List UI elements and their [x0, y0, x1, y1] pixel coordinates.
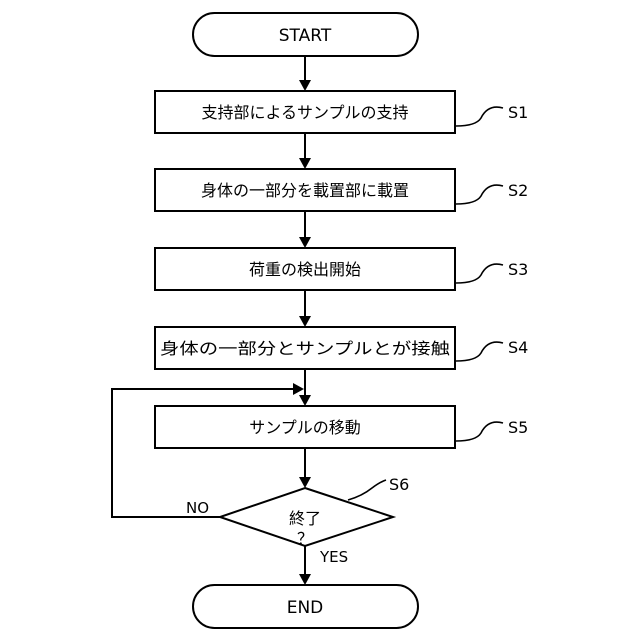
no-branch-label: NO	[186, 499, 209, 517]
tag-leader-s5	[456, 422, 503, 441]
end-label: END	[287, 598, 324, 618]
decision-s6: 終了 ？	[220, 488, 393, 548]
process-label-s5: サンプルの移動	[249, 418, 361, 437]
process-step-s5: サンプルの移動	[155, 406, 455, 448]
process-step-s3: 荷重の検出開始	[155, 248, 455, 290]
start-label: START	[279, 26, 332, 46]
arrow-s1-to-s2	[299, 133, 311, 169]
tag-leader-s4	[456, 342, 503, 361]
step-tag-s4: S4	[508, 338, 528, 357]
decision-text-line2: ？	[297, 529, 313, 548]
tag-leader-s1	[456, 107, 503, 126]
process-step-s1: 支持部によるサンプルの支持	[155, 91, 455, 133]
process-step-s2: 身体の一部分を載置部に載置	[155, 169, 455, 211]
end-terminal: END	[193, 585, 418, 628]
process-label-s1: 支持部によるサンプルの支持	[201, 103, 408, 122]
step-tag-s1: S1	[508, 103, 528, 122]
process-label-s4: 身体の一部分とサンプルとが接触	[160, 339, 450, 358]
arrow-s2-to-s3	[299, 211, 311, 248]
step-tag-s3: S3	[508, 260, 528, 279]
arrow-s6-to-end	[299, 546, 311, 585]
process-label-s3: 荷重の検出開始	[249, 260, 361, 279]
arrow-s3-to-s4	[299, 290, 311, 327]
process-label-s2: 身体の一部分を載置部に載置	[201, 181, 409, 200]
arrow-start-to-s1	[299, 56, 311, 91]
tag-leader-s3	[456, 264, 503, 283]
tag-leader-s6	[348, 480, 386, 500]
tag-leader-s2	[456, 185, 503, 204]
step-tag-s2: S2	[508, 181, 528, 200]
no-loop-connector	[112, 383, 304, 517]
start-terminal: START	[193, 13, 418, 56]
arrow-s5-to-s6	[299, 448, 311, 488]
step-tag-s6: S6	[389, 475, 409, 494]
yes-branch-label: YES	[319, 548, 348, 566]
process-step-s4: 身体の一部分とサンプルとが接触	[155, 327, 455, 369]
step-tag-s5: S5	[508, 418, 528, 437]
decision-text-line1: 終了	[289, 509, 321, 528]
